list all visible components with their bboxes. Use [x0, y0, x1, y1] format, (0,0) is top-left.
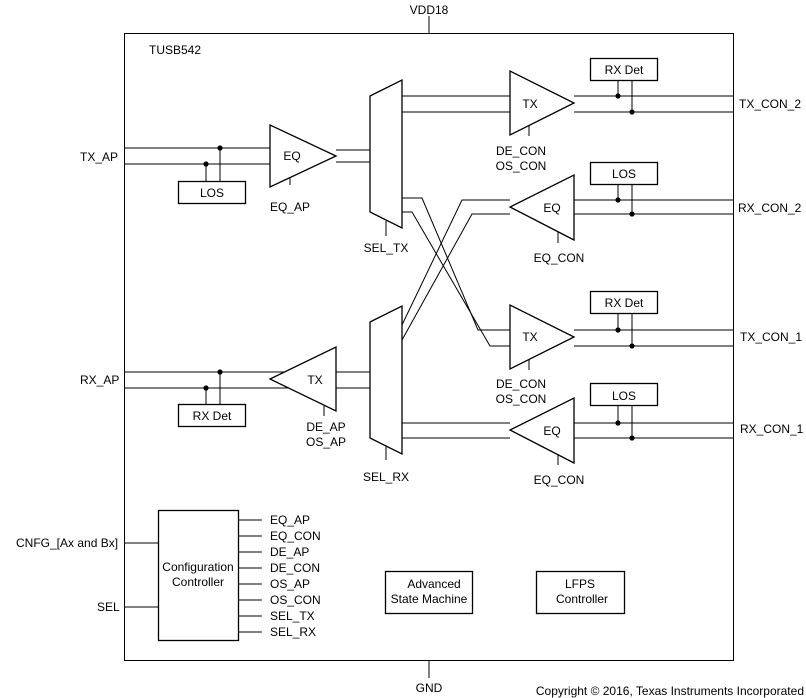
rxdet-ap-box — [177, 403, 247, 428]
de-ap-label: DE_AP — [306, 420, 345, 434]
de-con-2-label: DE_CON — [496, 144, 546, 158]
os-con-2-label: OS_CON — [496, 159, 547, 173]
eq-ap-buffer — [269, 123, 338, 189]
config-controller-title-2: Controller — [172, 575, 224, 589]
config-output-label: DE_AP — [270, 545, 309, 559]
advanced-state-machine-line1: Advanced — [407, 577, 460, 591]
tx-con-1-label: TX_CON_1 — [740, 330, 802, 344]
tx-con-2-buffer-label: TX — [522, 97, 537, 111]
tx-con-1-path — [528, 313, 733, 370]
chip-name: TUSB542 — [149, 43, 201, 57]
tx-con-2-path — [528, 80, 733, 136]
rxdet-con-2-box — [589, 57, 659, 82]
eq-con-1-buffer — [508, 396, 575, 465]
los-ap-box — [177, 180, 247, 205]
sel-label: SEL — [97, 600, 120, 614]
los-ap-label: LOS — [200, 186, 224, 200]
copyright: Copyright © 2016, Texas Instruments Inco… — [536, 684, 804, 698]
config-output-label: EQ_AP — [270, 513, 310, 527]
rx-con-1-label: RX_CON_1 — [740, 422, 804, 436]
rxdet-con-2-label: RX Det — [605, 63, 644, 77]
rx-con-2-path — [557, 184, 733, 243]
config-output-label: OS_AP — [270, 577, 310, 591]
mux-crossover-wires — [401, 95, 510, 439]
vdd-label: VDD18 — [410, 3, 449, 17]
los-con-1-label: LOS — [612, 389, 636, 403]
config-output-label: DE_CON — [270, 561, 320, 575]
rx-con-2-label: RX_CON_2 — [738, 201, 802, 215]
de-con-1-label: DE_CON — [496, 377, 546, 391]
lfps-controller-box — [535, 570, 626, 615]
cnfg-label: CNFG_[Ax and Bx] — [16, 536, 118, 550]
los-con-2-box — [589, 161, 659, 186]
rxdet-con-1-label: RX Det — [605, 296, 644, 310]
advanced-state-machine-box — [384, 570, 474, 615]
advanced-state-machine-line2: State Machine — [391, 592, 468, 606]
tx-ap-buffer-label: TX — [307, 373, 322, 387]
sel-tx-label: SEL_TX — [364, 241, 409, 255]
os-ap-label: OS_AP — [306, 435, 346, 449]
eq-ap-buffer-label: EQ — [283, 149, 300, 163]
los-con-1-box — [589, 382, 659, 407]
sel-tx-mux — [369, 78, 403, 230]
rx-ap-label: RX_AP — [80, 373, 119, 387]
tx-ap-path — [124, 145, 370, 185]
lfps-controller-line2: Controller — [556, 592, 608, 606]
config-output-label: OS_CON — [270, 593, 321, 607]
lfps-controller-line1: LFPS — [565, 577, 595, 591]
rxdet-con-1-box — [589, 290, 659, 315]
config-controller-title-1: Configuration — [162, 560, 233, 574]
eq-con-2-buffer-label: EQ — [543, 201, 560, 215]
tx-ap-label: TX_AP — [80, 150, 118, 164]
tx-ap-buffer — [268, 345, 337, 413]
eq-ap-control-label: EQ_AP — [270, 200, 310, 214]
eq-con-1-label: EQ_CON — [534, 473, 585, 487]
config-output-label: SEL_RX — [270, 625, 316, 639]
los-con-2-label: LOS — [612, 167, 636, 181]
config-output-label: SEL_TX — [270, 609, 315, 623]
gnd-label: GND — [416, 681, 443, 695]
tx-con-1-buffer — [509, 303, 576, 371]
tx-con-2-buffer — [509, 69, 576, 137]
os-con-1-label: OS_CON — [496, 392, 547, 406]
eq-con-2-label: EQ_CON — [534, 251, 585, 265]
config-controller-box — [157, 509, 240, 642]
rx-con-1-path — [557, 405, 733, 465]
eq-con-1-buffer-label: EQ — [543, 424, 560, 438]
tx-con-2-label: TX_CON_2 — [739, 97, 801, 111]
eq-con-2-buffer — [508, 173, 575, 242]
tx-con-1-buffer-label: TX — [522, 330, 537, 344]
sel-rx-mux — [369, 304, 403, 456]
config-controller-outputs: EQ_AP EQ_CON DE_AP DE_CON OS_AP OS_CON SEL_TX S… — [238, 513, 321, 639]
config-output-label: EQ_CON — [270, 529, 321, 543]
sel-rx-label: SEL_RX — [363, 470, 409, 484]
rxdet-ap-label: RX Det — [193, 409, 232, 423]
